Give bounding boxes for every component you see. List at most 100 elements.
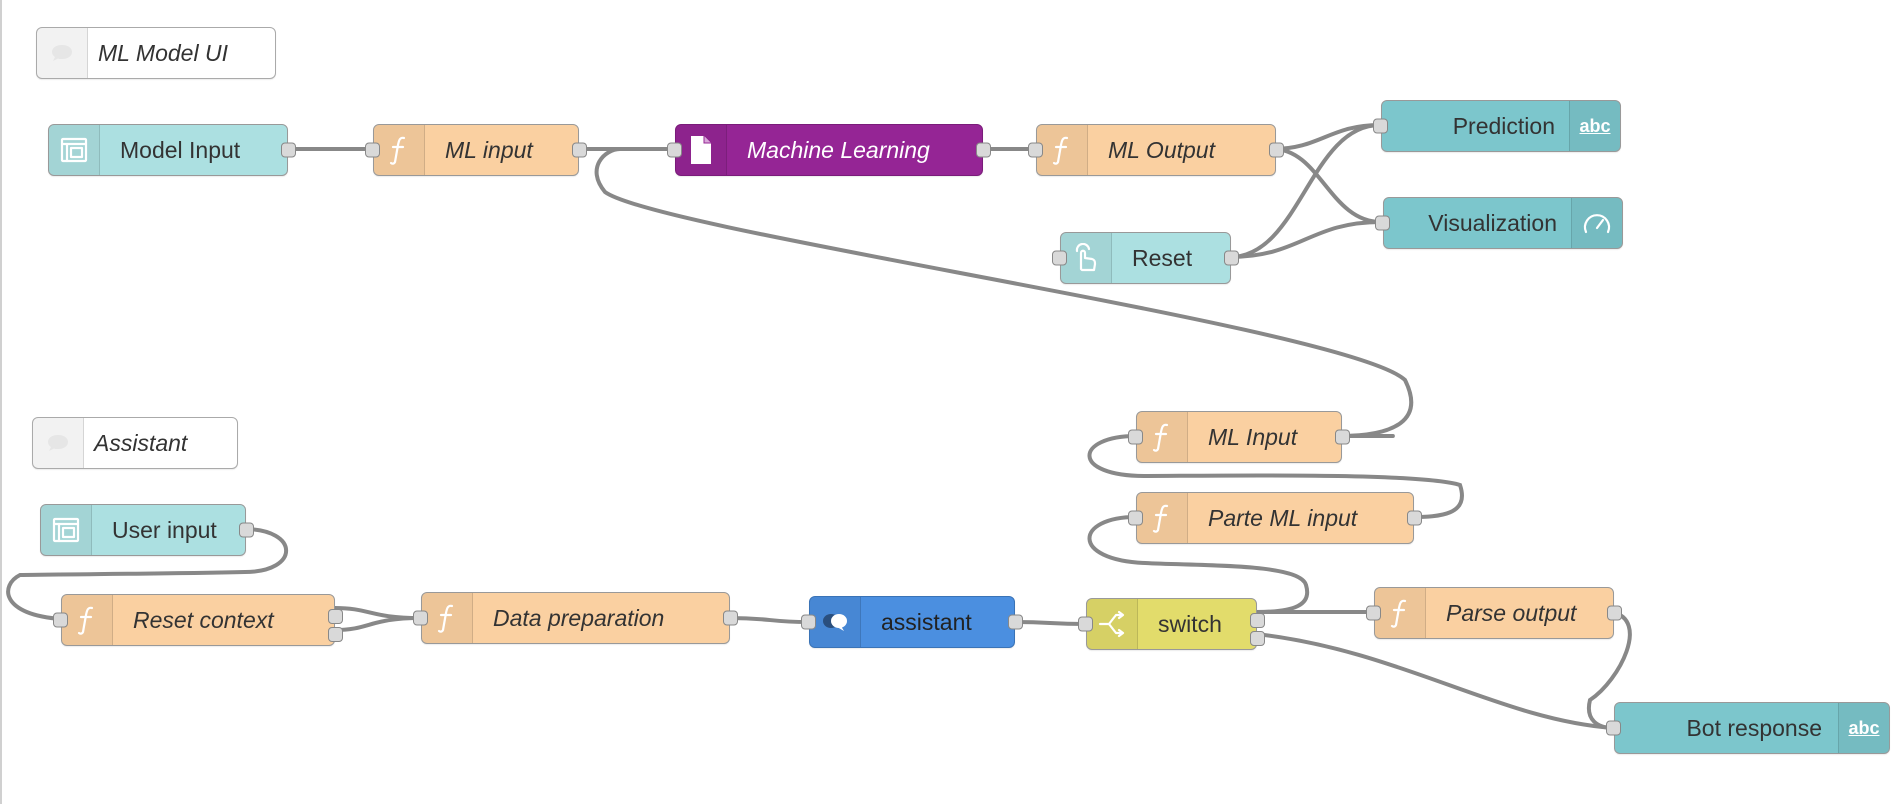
node-label: User input: [112, 516, 217, 543]
ml-input-2-function-node[interactable]: ML Input: [1128, 411, 1350, 463]
gauge-icon: [1571, 198, 1622, 248]
wire: [1087, 434, 1464, 519]
node-label: Data preparation: [493, 604, 665, 631]
function-f-icon: [1037, 125, 1088, 175]
output-port[interactable]: [1607, 605, 1622, 621]
input-port[interactable]: [1366, 605, 1381, 621]
input-port[interactable]: [1128, 510, 1143, 526]
input-port[interactable]: [1375, 215, 1390, 231]
function-f-icon: [62, 595, 113, 645]
output-port[interactable]: [1224, 250, 1239, 266]
data-preparation-function-node[interactable]: Data preparation: [413, 592, 738, 644]
input-port[interactable]: [365, 142, 380, 158]
input-port[interactable]: [1606, 720, 1621, 736]
node-label: assistant: [881, 608, 972, 635]
function-f-icon: [1137, 493, 1188, 543]
output-port-2[interactable]: [1250, 631, 1265, 646]
comment-bubble-icon: [33, 418, 84, 468]
parse-output-function-node[interactable]: Parse output: [1366, 587, 1622, 639]
output-port[interactable]: [239, 522, 254, 538]
input-port[interactable]: [1128, 429, 1143, 445]
output-port[interactable]: [1269, 142, 1284, 158]
function-f-icon: [374, 125, 425, 175]
node-label: Prediction: [1452, 112, 1555, 139]
chat-bubbles-icon: [810, 597, 861, 647]
input-port[interactable]: [1028, 142, 1043, 158]
node-label: Reset context: [133, 606, 274, 633]
reset-button-node[interactable]: Reset: [1052, 232, 1239, 284]
parte-ml-input-function-node[interactable]: Parte ML input: [1128, 492, 1422, 544]
machine-learning-node[interactable]: Machine Learning: [667, 124, 991, 176]
wire: [333, 616, 422, 632]
node-label: Machine Learning: [747, 136, 930, 163]
input-port[interactable]: [1078, 616, 1093, 632]
output-port[interactable]: [723, 610, 738, 626]
wire: [1271, 147, 1383, 224]
wire: [1011, 620, 1087, 626]
reset-context-function-node[interactable]: Reset context: [53, 594, 343, 646]
output-port[interactable]: [281, 142, 296, 158]
wire: [6, 527, 288, 621]
comment-node-assistant[interactable]: Assistant: [32, 417, 238, 469]
node-label: Visualization: [1428, 209, 1557, 236]
node-label: switch: [1158, 610, 1222, 637]
model-input-node[interactable]: Model Input: [48, 124, 296, 176]
output-port-1[interactable]: [328, 609, 343, 624]
switch-node[interactable]: switch: [1078, 598, 1265, 650]
abc-badge: abc: [1848, 717, 1880, 738]
input-port[interactable]: [1373, 118, 1388, 134]
abc-text-icon: abc: [1569, 101, 1620, 151]
wire: [571, 146, 1414, 438]
comment-bubble-icon: [37, 28, 88, 78]
input-port[interactable]: [53, 612, 68, 628]
comment-label: Assistant: [94, 429, 188, 456]
wire: [727, 616, 810, 624]
function-f-icon: [1137, 412, 1188, 462]
bot-response-text-node[interactable]: abc Bot response: [1606, 702, 1890, 754]
comment-label: ML Model UI: [98, 39, 228, 66]
wire: [1228, 123, 1382, 259]
node-label: Parse output: [1446, 599, 1577, 626]
assistant-node[interactable]: assistant: [801, 596, 1023, 648]
node-label: ML Input: [1208, 423, 1298, 450]
input-port[interactable]: [801, 614, 816, 630]
ml-output-function-node[interactable]: ML Output: [1028, 124, 1284, 176]
input-port[interactable]: [667, 142, 682, 158]
hand-pointer-icon: [1061, 233, 1112, 283]
function-f-icon: [422, 593, 473, 643]
output-port[interactable]: [572, 142, 587, 158]
node-label: ML Output: [1108, 136, 1215, 163]
document-icon: [676, 125, 727, 175]
output-port[interactable]: [1407, 510, 1422, 526]
node-label: ML input: [445, 136, 533, 163]
switch-branch-icon: [1087, 599, 1138, 649]
form-template-icon: [41, 505, 92, 555]
function-f-icon: [1375, 588, 1426, 638]
user-input-node[interactable]: User input: [40, 504, 254, 556]
output-port-1[interactable]: [1250, 613, 1265, 628]
ml-input-function-node[interactable]: ML input: [365, 124, 587, 176]
abc-text-icon: abc: [1838, 703, 1889, 753]
output-port-2[interactable]: [328, 627, 343, 642]
wire: [1228, 220, 1383, 259]
abc-badge: abc: [1579, 115, 1611, 136]
comment-node-ml-model-ui[interactable]: ML Model UI: [36, 27, 276, 79]
wire: [1586, 610, 1632, 730]
node-label: Bot response: [1686, 714, 1822, 741]
output-port[interactable]: [1335, 429, 1350, 445]
output-port[interactable]: [1008, 614, 1023, 630]
node-label: Model Input: [120, 136, 241, 163]
workspace-edge: [0, 0, 2, 804]
form-template-icon: [49, 125, 100, 175]
wire: [1254, 632, 1615, 730]
visualization-gauge-node[interactable]: Visualization: [1375, 197, 1623, 249]
prediction-text-node[interactable]: abc Prediction: [1373, 100, 1621, 152]
wire: [1087, 515, 1310, 614]
output-port[interactable]: [976, 142, 991, 158]
node-label: Reset: [1132, 244, 1193, 271]
input-port[interactable]: [1052, 250, 1067, 266]
input-port[interactable]: [413, 610, 428, 626]
node-label: Parte ML input: [1208, 504, 1358, 531]
